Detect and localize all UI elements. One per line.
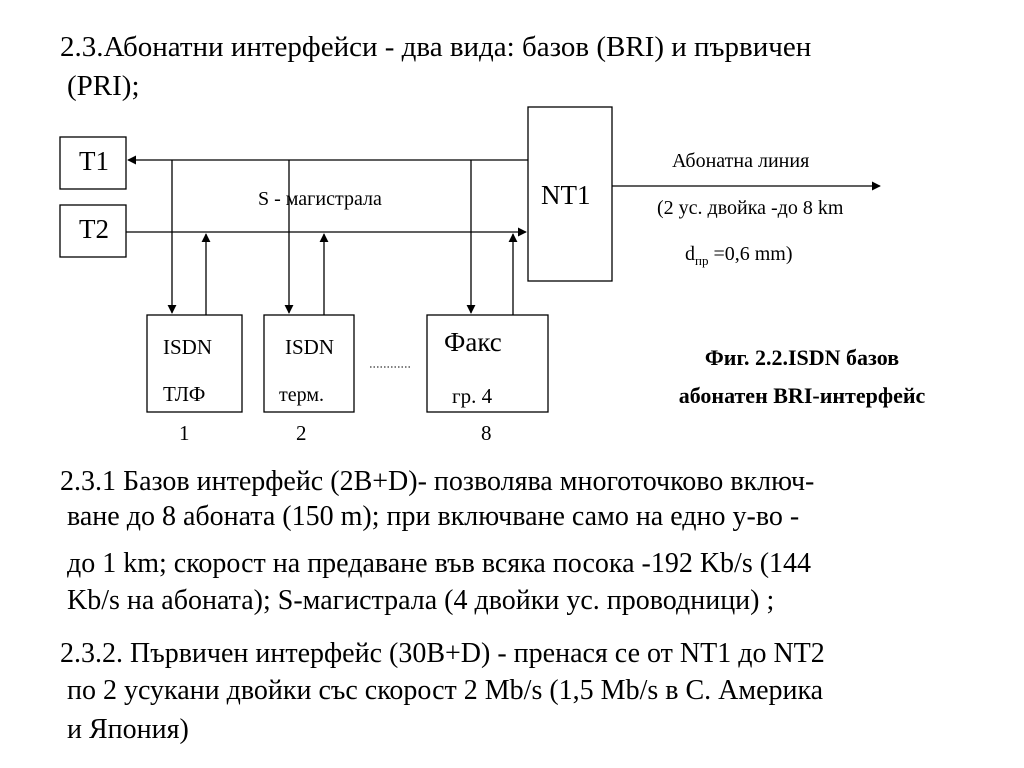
device-1-line2: ТЛФ bbox=[163, 382, 206, 406]
device-2-line1: ISDN bbox=[285, 335, 335, 359]
device-8-line2: гр. 4 bbox=[452, 384, 493, 408]
subscriber-line-pair: (2 ус. двойка -до 8 km bbox=[657, 197, 844, 219]
paragraph-1-line-2: ване до 8 абоната (150 m); при включване… bbox=[67, 501, 800, 532]
device-isdn-terminal-box bbox=[263, 314, 355, 413]
diameter-symbol: d bbox=[685, 243, 695, 265]
isdn-bri-diagram bbox=[59, 106, 881, 413]
figure-caption-line-1: Фиг. 2.2.ISDN базов bbox=[704, 345, 900, 370]
paragraph-2-line-1: 2.3.2. Първичен интерфейс (30B+D) - прен… bbox=[60, 638, 825, 669]
device-isdn-phone-box bbox=[146, 314, 243, 413]
terminal-t2-box bbox=[59, 204, 127, 258]
paragraph-1-line-1: 2.3.1 Базов интерфейс (2B+D)- позволява … bbox=[60, 466, 815, 497]
paragraph-2-line-3: и Япония) bbox=[67, 714, 189, 745]
paragraph-2-line-2: по 2 усукани двойки със скорост 2 Mb/s (… bbox=[67, 675, 824, 706]
nt1-box bbox=[527, 106, 613, 282]
paragraph-1-line-3: до 1 km; скорост на предаване във всяка … bbox=[67, 548, 812, 579]
heading-line-1: 2.3.Абонатни интерфейси - два вида: базо… bbox=[60, 31, 812, 63]
figure-caption-line-2: абонатен BRI-интерфейс bbox=[678, 383, 926, 408]
device-fax-box bbox=[426, 314, 549, 413]
terminal-t1-box bbox=[59, 136, 127, 190]
paragraph-1-line-4: Kb/s на абоната); S-магистрала (4 двойки… bbox=[67, 585, 775, 616]
diameter-value: =0,6 mm) bbox=[713, 243, 793, 265]
terminal-t1-label: T1 bbox=[79, 146, 109, 176]
device-8-number: 8 bbox=[481, 421, 492, 445]
nt1-label: NT1 bbox=[541, 180, 591, 210]
device-2-line2: терм. bbox=[279, 384, 324, 406]
heading-line-2: (PRI); bbox=[67, 70, 140, 102]
device-1-number: 1 bbox=[179, 421, 190, 445]
diameter-subscript: пр bbox=[695, 253, 709, 268]
terminal-t2-label: T2 bbox=[79, 214, 109, 244]
s-bus-label: S - магистрала bbox=[258, 188, 382, 210]
device-2-number: 2 bbox=[296, 421, 307, 445]
subscriber-line-title: Абонатна линия bbox=[672, 150, 810, 172]
device-1-line1: ISDN bbox=[163, 335, 213, 359]
device-8-line1: Факс bbox=[444, 327, 502, 357]
subscriber-line-diameter: dпр =0,6 mm) bbox=[685, 243, 793, 269]
